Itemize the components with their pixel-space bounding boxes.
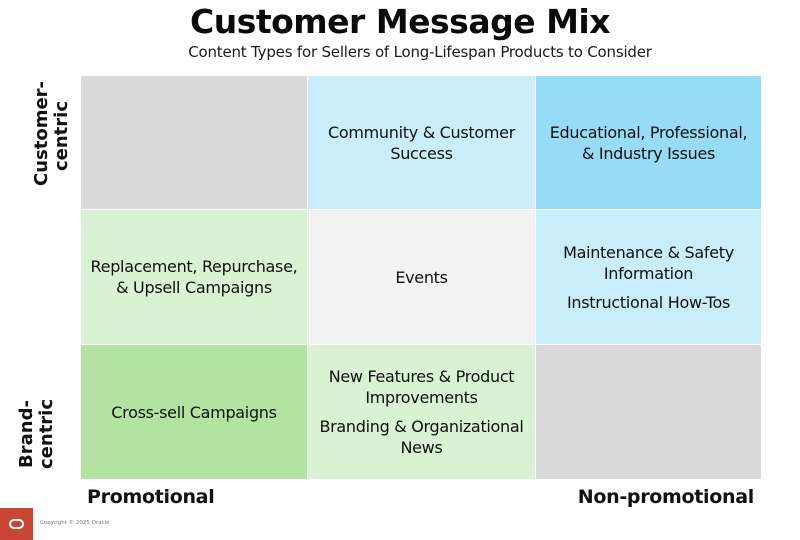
- copyright-text: Copyright © 2025 Oracle: [40, 520, 110, 526]
- y-axis-label-line: Brand-: [16, 400, 37, 468]
- cell-item: Educational, Professional, & Industry Is…: [549, 122, 748, 163]
- diagram-subtitle: Content Types for Sellers of Long-Lifesp…: [188, 43, 652, 61]
- matrix-cell-r0-c0: [81, 76, 307, 209]
- cell-item: New Features & Product Improvements: [328, 367, 515, 407]
- y-axis-label-line: Customer-: [31, 80, 52, 186]
- matrix-cell-r2-c1: New Features & Product Improvements Bran…: [308, 345, 535, 479]
- cell-item: Cross-sell Campaigns: [111, 402, 277, 422]
- matrix-cell-r2-c2: [536, 345, 761, 479]
- x-axis-label-promotional: Promotional: [87, 486, 215, 508]
- message-mix-matrix: Community & Customer Success Educational…: [81, 76, 761, 479]
- diagram-title: Customer Message Mix: [189, 2, 611, 41]
- matrix-cell-r1-c2: Maintenance & Safety Information Instruc…: [536, 210, 761, 344]
- cell-item: Maintenance & Safety Information: [563, 242, 734, 283]
- cell-item: Events: [395, 267, 448, 287]
- matrix-cell-r1-c0: Replacement, Repurchase, & Upsell Campai…: [81, 210, 307, 344]
- oracle-ring-icon: [9, 519, 24, 529]
- cell-item: Community & Customer Success: [328, 122, 515, 163]
- matrix-cell-r0-c1: Community & Customer Success: [308, 76, 535, 209]
- y-axis-label-customer-centric: Customer- centric: [31, 80, 74, 186]
- y-axis-label-line: centric: [51, 101, 72, 172]
- y-axis-label-line: centric: [36, 398, 57, 469]
- x-axis-label-non-promotional: Non-promotional: [577, 486, 755, 508]
- oracle-logo-icon: [0, 508, 33, 540]
- cell-item: Instructional How-Tos: [566, 292, 731, 312]
- matrix-cell-r2-c0: Cross-sell Campaigns: [81, 345, 307, 479]
- cell-item: Branding & Organizational News: [319, 417, 524, 457]
- y-axis-label-brand-centric: Brand- centric: [16, 398, 59, 469]
- matrix-cell-r1-c1: Events: [308, 210, 535, 344]
- matrix-cell-r0-c2: Educational, Professional, & Industry Is…: [536, 76, 761, 209]
- cell-item: Replacement, Repurchase, & Upsell Campai…: [90, 257, 298, 297]
